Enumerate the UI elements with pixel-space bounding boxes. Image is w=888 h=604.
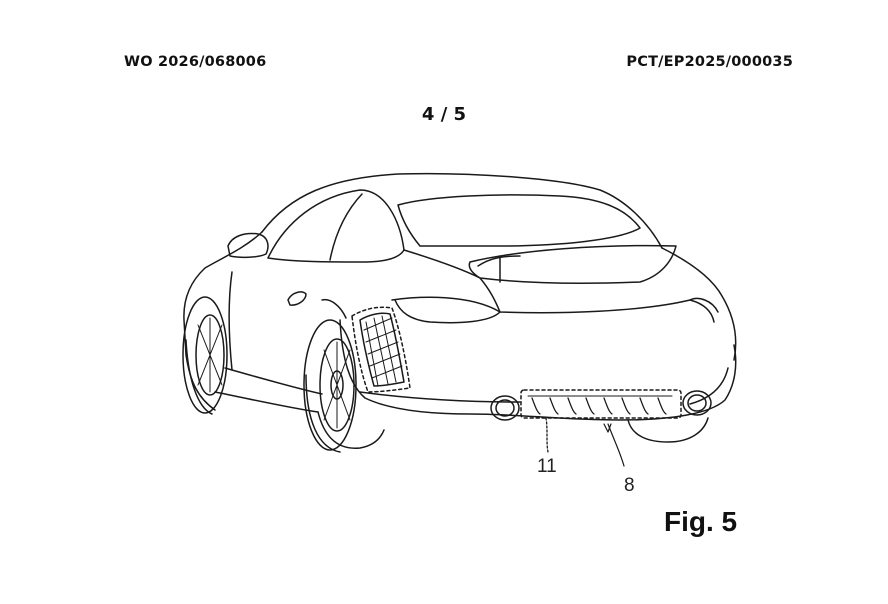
sheet-number: 4 / 5 bbox=[421, 104, 467, 125]
side-air-intake-outline bbox=[351, 306, 411, 393]
roof-outline bbox=[261, 172, 663, 249]
rear-window bbox=[397, 194, 641, 247]
rear-bumper bbox=[339, 319, 737, 421]
side-mirror bbox=[227, 232, 269, 259]
diffuser-fins-11 bbox=[531, 397, 667, 415]
right-wheel-hint bbox=[627, 417, 709, 443]
ref-numeral-8: 8 bbox=[624, 475, 635, 496]
diffuser-outline-8 bbox=[520, 389, 682, 419]
left-body-outline bbox=[183, 231, 263, 411]
tail-light-band bbox=[391, 296, 715, 323]
front-wheel-tire bbox=[182, 296, 228, 414]
ref-numeral-11: 11 bbox=[537, 456, 557, 477]
leader-line-8 bbox=[607, 423, 625, 467]
side-window bbox=[267, 189, 405, 263]
publication-number: WO 2026/068006 bbox=[124, 54, 267, 70]
exhaust-pipe-right bbox=[682, 390, 712, 416]
rear-wheel-tire bbox=[303, 319, 357, 451]
side-sill-line bbox=[214, 391, 319, 413]
leader-line-11 bbox=[545, 417, 549, 453]
exhaust-pipe-left bbox=[490, 395, 520, 421]
figure-label: Fig. 5 bbox=[664, 506, 738, 537]
application-number: PCT/EP2025/000035 bbox=[626, 54, 793, 70]
door-handle bbox=[287, 291, 307, 306]
